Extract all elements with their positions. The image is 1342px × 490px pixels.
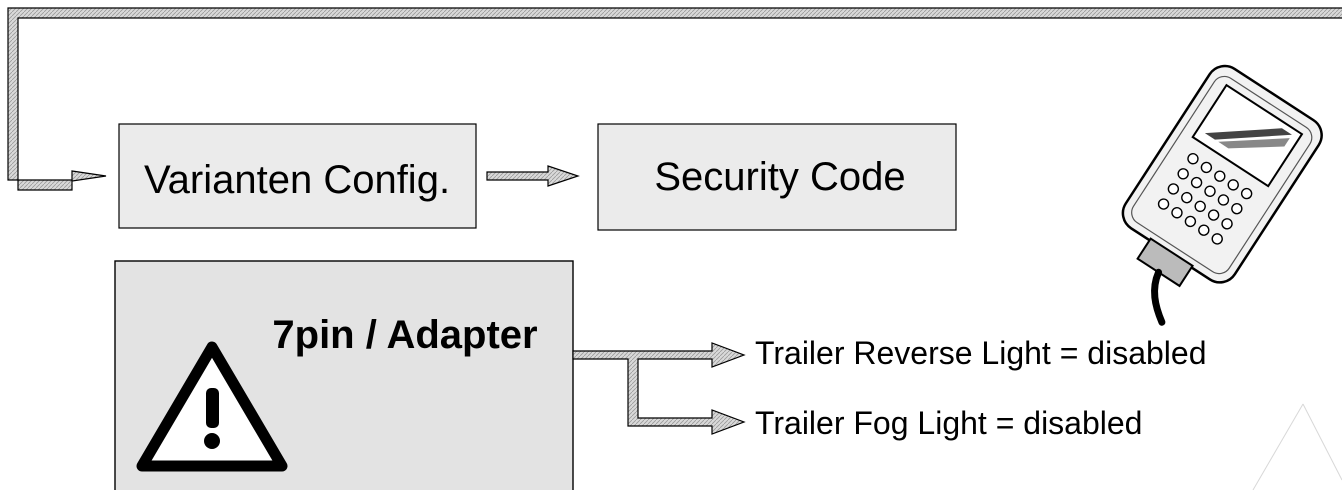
diagnostic-tester-icon — [1121, 64, 1323, 326]
varianten-config-box: Varianten Config. — [118, 123, 477, 229]
adapter-label: 7pin / Adapter — [272, 313, 537, 357]
warning-triangle-icon — [136, 341, 288, 472]
trailer-fog-light-output: Trailer Fog Light = disabled — [755, 405, 1142, 441]
security-code-box: Security Code — [597, 123, 957, 231]
security-code-label: Security Code — [654, 155, 905, 199]
trailer-reverse-light-output: Trailer Reverse Light = disabled — [755, 335, 1206, 371]
adapter-warning-box: 7pin / Adapter — [114, 260, 574, 490]
background-triangle-shape — [1252, 403, 1342, 490]
varianten-config-label: Varianten Config. — [144, 158, 450, 202]
loop-arrow — [7, 7, 1342, 191]
arrow-config-to-security — [486, 165, 580, 187]
output-arrows — [572, 342, 746, 435]
